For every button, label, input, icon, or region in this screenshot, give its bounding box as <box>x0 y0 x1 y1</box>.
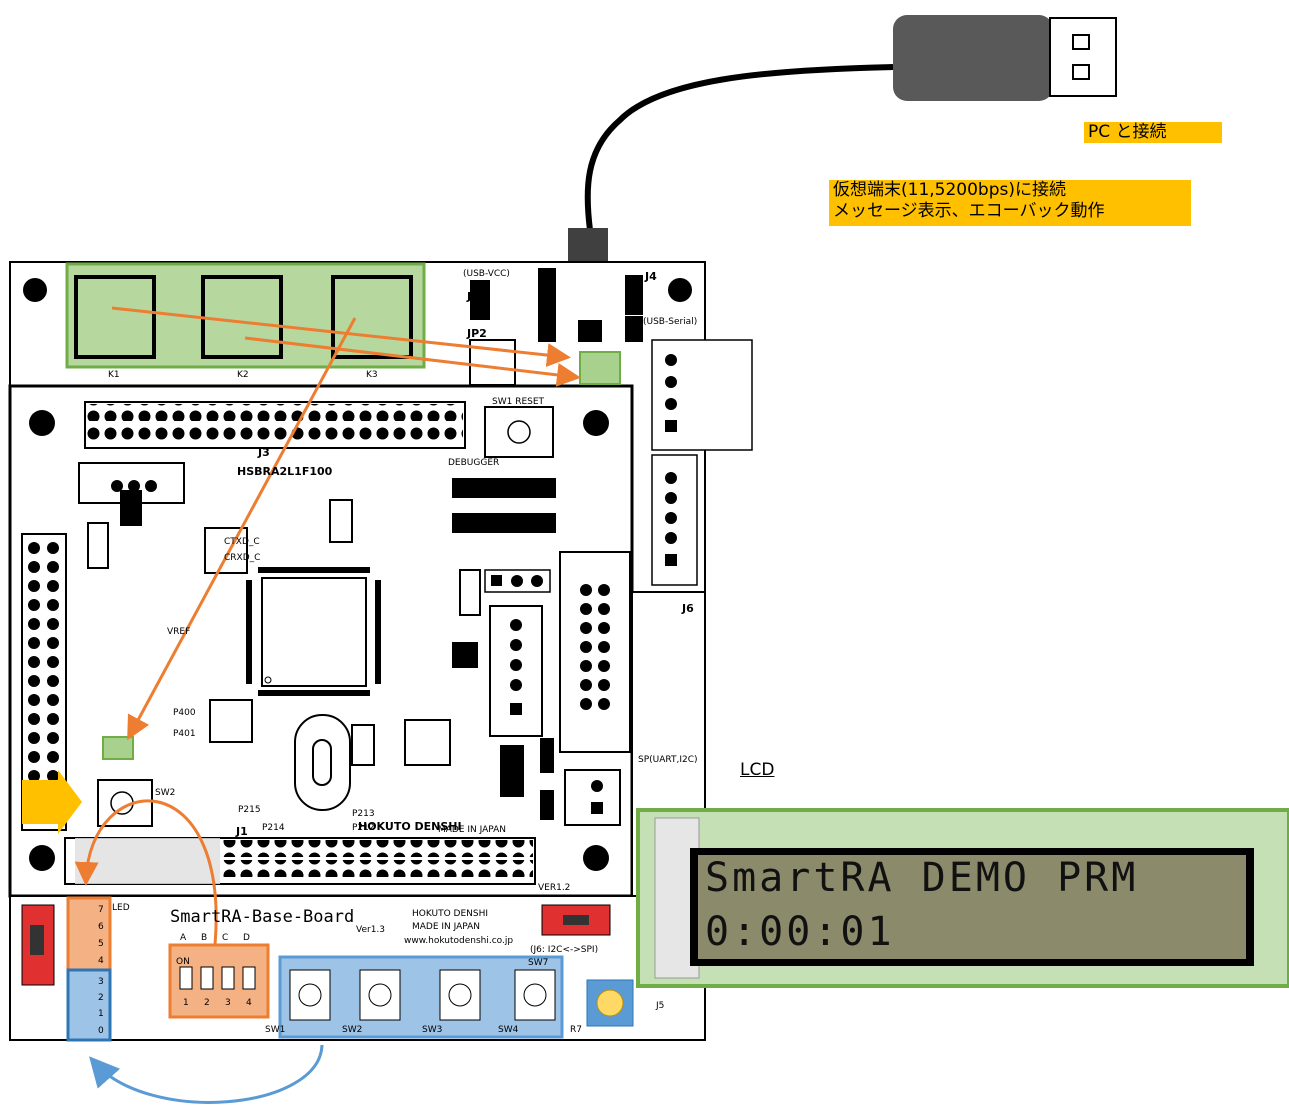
p213-label: P213 <box>352 809 375 819</box>
jp1-label: JP1 <box>466 290 487 303</box>
lcd-label: LCD <box>740 760 774 780</box>
led-1: 1 <box>98 1009 104 1019</box>
sw2-label: SW2 <box>155 788 175 798</box>
reset-label: SW1 RESET <box>492 397 545 407</box>
cpu-made-in: MADE IN JAPAN <box>438 825 506 835</box>
usb-led-highlight <box>580 352 620 384</box>
p400-label: P400 <box>173 708 196 718</box>
terminal-note-line2: メッセージ表示、エコーバック動作 <box>829 201 1191 226</box>
sw7-label: SW7 <box>528 958 548 968</box>
j7-connector <box>560 552 630 752</box>
usb-cable <box>568 15 1116 300</box>
dip-d: D <box>243 933 250 943</box>
led-3: 3 <box>98 977 104 987</box>
r7-label: R7 <box>570 1025 582 1035</box>
sp-uart-label: SP(UART,I2C) <box>638 755 698 765</box>
led-0: 0 <box>98 1026 104 1036</box>
led-5: 5 <box>98 939 104 949</box>
led-7: 7 <box>98 905 104 915</box>
key-label-k2: K2 <box>237 370 249 380</box>
cpu-version: VER1.2 <box>538 883 570 893</box>
dip-2: 2 <box>204 998 210 1008</box>
spi-switch-label: (J6: I2C<->SPI) <box>530 945 598 955</box>
sw3-label: SW3 <box>422 1025 442 1035</box>
mcu-chip <box>262 578 366 686</box>
sw1-label: SW1 <box>265 1025 285 1035</box>
base-board-maker: HOKUTO DENSHI <box>412 909 488 919</box>
reset-switch <box>485 407 553 457</box>
led-2: 2 <box>98 993 104 1003</box>
cpu-led-highlight <box>103 737 133 759</box>
p215-label: P215 <box>238 805 261 815</box>
led-6: 6 <box>98 922 104 932</box>
j6-debug-top <box>452 478 556 498</box>
base-version: Ver1.3 <box>356 925 385 935</box>
p212-label: P212 <box>352 823 375 833</box>
crxd-label: CRXD_C <box>224 553 260 563</box>
dip-a: A <box>180 933 187 943</box>
sw4-label: SW4 <box>498 1025 519 1035</box>
j4-power <box>565 770 620 825</box>
led-label: LED <box>112 903 130 913</box>
dip-c: C <box>222 933 228 943</box>
base-url: www.hokutodenshi.co.jp <box>404 936 513 946</box>
j6-debug-bottom <box>452 513 556 533</box>
lcd-line-2: 0:00:01 <box>705 909 895 955</box>
vref-label: VREF <box>167 627 190 637</box>
crystal-x1 <box>295 715 350 810</box>
sw2-base-label: SW2 <box>342 1025 362 1035</box>
dip-on: ON <box>176 957 190 967</box>
lcd-line-1: SmartRA DEMO PRM <box>705 855 1138 901</box>
p401-label: P401 <box>173 729 196 739</box>
dip-4: 4 <box>246 998 252 1008</box>
pc-connect-note: PC と接続 <box>1084 122 1222 143</box>
j3-label: J3 <box>257 446 270 459</box>
cpu-board-name: HSBRA2L1F100 <box>237 465 333 478</box>
j6-label: J6 <box>681 602 694 615</box>
blue-curved-arrow <box>95 1045 322 1102</box>
base-made-in: MADE IN JAPAN <box>412 922 480 932</box>
usb-plug-body <box>893 15 1053 101</box>
jp2-label: JP2 <box>466 327 487 340</box>
ctxd-label: CTXD_C <box>224 537 260 547</box>
key-label-k3: K3 <box>366 370 378 380</box>
dip-1: 1 <box>183 998 189 1008</box>
dip-b: B <box>201 933 207 943</box>
j1-label: J1 <box>235 825 248 838</box>
p214-label: P214 <box>262 823 285 833</box>
usb-plug-connector <box>1050 18 1116 96</box>
j4-top-label: J4 <box>644 270 657 283</box>
sw2-switch <box>98 780 152 826</box>
led-4: 4 <box>98 956 104 966</box>
dip-3: 3 <box>225 998 231 1008</box>
usb-vcc-label: (USB-VCC) <box>463 269 510 279</box>
j5-label: J5 <box>655 1001 664 1011</box>
terminal-note-line1: 仮想端末(11,5200bps)に接続 <box>829 180 1191 201</box>
usb-serial-label: (USB-Serial) <box>643 317 697 327</box>
key-label-k1: K1 <box>108 370 120 380</box>
base-board-name: SmartRA-Base-Board <box>170 907 354 927</box>
debugger-label: DEBUGGER <box>448 458 499 468</box>
